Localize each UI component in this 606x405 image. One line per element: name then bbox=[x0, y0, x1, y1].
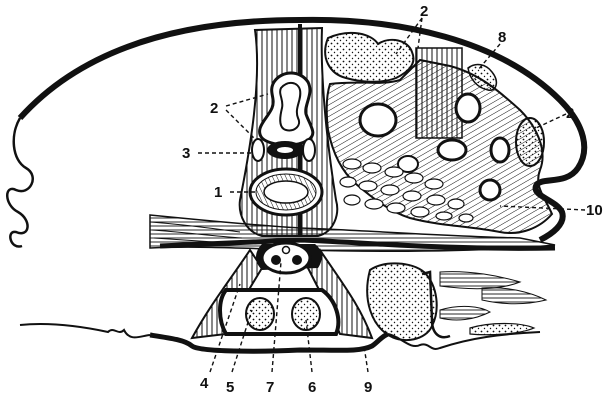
label-2-left: 2 bbox=[210, 100, 218, 117]
label-2-right: 2 bbox=[566, 105, 574, 122]
dotted-organ-right bbox=[516, 118, 544, 166]
label-6: 6 bbox=[308, 379, 316, 396]
label-3: 3 bbox=[182, 145, 190, 162]
paired-vessel-left bbox=[252, 139, 264, 161]
chamber-c bbox=[438, 140, 466, 160]
label-9: 9 bbox=[364, 379, 372, 396]
fin-fragment-a bbox=[440, 272, 520, 289]
paired-vessel-right bbox=[303, 139, 315, 161]
chamber-d bbox=[491, 138, 509, 162]
dotted-mass-lower-right bbox=[367, 263, 436, 340]
ventral-vessel-center bbox=[283, 247, 290, 254]
label-1: 1 bbox=[214, 184, 222, 201]
chamber-a bbox=[360, 104, 396, 136]
ventral-wall-left bbox=[20, 324, 150, 337]
gonad-left bbox=[246, 298, 274, 330]
notochord-core bbox=[277, 147, 293, 153]
label-10: 10 bbox=[586, 202, 603, 219]
dotted-organ-top bbox=[325, 33, 413, 82]
neural-canal bbox=[280, 83, 300, 130]
label-7: 7 bbox=[266, 379, 274, 396]
ventral-vessel-right bbox=[292, 255, 302, 265]
chamber-e bbox=[480, 180, 500, 200]
fin-fragment-b bbox=[482, 288, 546, 304]
gonad-right bbox=[292, 298, 320, 330]
gut-tube-lumen bbox=[264, 181, 308, 203]
ventral-wall-outline bbox=[150, 334, 388, 351]
label-8: 8 bbox=[498, 29, 506, 46]
label-2-top: 2 bbox=[420, 3, 428, 20]
label-4: 4 bbox=[200, 375, 209, 392]
ventral-vessel-left bbox=[271, 255, 281, 265]
striated-block bbox=[416, 48, 462, 138]
fin-fragment-c bbox=[440, 306, 490, 320]
chamber-b bbox=[456, 94, 480, 122]
label-5: 5 bbox=[226, 379, 234, 396]
body-wall-left-fold bbox=[7, 118, 33, 247]
